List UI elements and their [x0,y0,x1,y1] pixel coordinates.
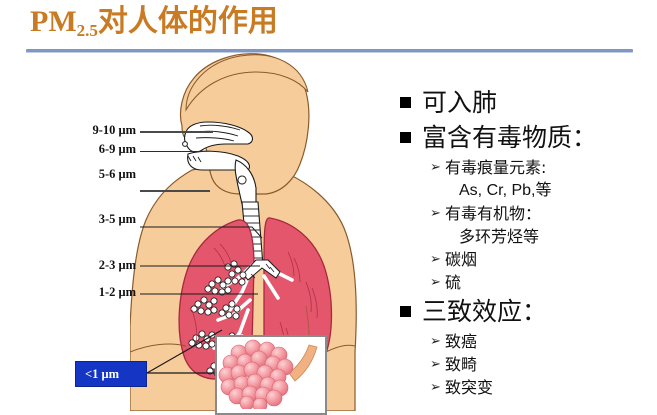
hair-shape [185,54,309,112]
bullet-item-organic-compounds[interactable]: ➢ 有毒有机物： [430,202,652,225]
square-bullet-icon [400,97,411,108]
size-label-6-9um: 6-9 μm [98,142,136,156]
size-label-1-2um: 1-2 μm [98,285,136,299]
bullet-label: 致突变 [445,378,494,397]
bullet-item-mutagenic[interactable]: ➢ 致突变 [430,376,652,399]
bullet-label: 致癌 [445,332,478,351]
bullet-label: 有毒痕量元素: [445,158,547,177]
page-title-main: PM [30,5,77,38]
oral-cavity-shape [187,150,251,171]
size-callout-under-1um[interactable]: <1 μm [75,361,147,387]
bullet-label: 可入肺 [422,88,498,117]
page-title-subscript: 2.5 [76,21,98,40]
arrow-bullet-icon: ➢ [430,206,441,221]
page-title-rest: 对人体的作用 [97,5,278,38]
arrow-bullet-icon: ➢ [430,357,441,372]
bullet-item-trace-elements[interactable]: ➢ 有毒痕量元素: [430,156,652,179]
bullet-label: 碳烟 [445,250,478,269]
bullet-label: 致畸 [445,355,478,374]
turbinate-line-3 [195,137,235,142]
alveoli-cluster-illustration [218,339,318,409]
arrow-bullet-icon: ➢ [430,252,441,267]
bullet-item-three-effects[interactable]: 三致效应： [400,295,652,328]
bullet-detail-elements: As, Cr, Pb,等 [459,182,552,199]
arrow-bullet-icon: ➢ [430,380,441,395]
alveoli-spheres [218,339,294,409]
bullet-item-carcinogenic[interactable]: ➢ 致癌 [430,330,652,353]
turbinate-line-1 [199,124,241,131]
size-callout-label: <1 μm [85,366,119,381]
bullet-label: 硫 [445,273,462,292]
bullet-item-soot[interactable]: ➢ 碳烟 [430,248,652,271]
leader-line-6-9um [140,151,202,152]
size-label-2-3um: 2-3 μm [98,258,136,272]
bullet-label: 有毒有机物： [445,204,542,223]
epiglottis-shape [237,175,247,185]
arrow-bullet-icon: ➢ [430,275,441,290]
bullet-item-toxic-substances[interactable]: 富含有毒物质： [400,121,652,154]
size-label-3-5um: 3-5 μm [98,212,136,226]
bullet-label: 富含有毒物质： [422,123,598,152]
nostril-shape [182,141,188,147]
arrow-bullet-icon: ➢ [430,334,441,349]
bullet-item-teratogenic[interactable]: ➢ 致畸 [430,353,652,376]
page-title: PM2.5对人体的作用 [30,4,278,44]
bullet-item-sulfur[interactable]: ➢ 硫 [430,271,652,294]
size-label-5-6um: 5-6 μm [98,167,136,181]
leader-line-5-6um [140,190,210,192]
bronchiole-stem [288,344,318,382]
square-bullet-icon [400,306,411,317]
effects-bullet-list: 可入肺 富含有毒物质： ➢ 有毒痕量元素: As, Cr, Pb,等 ➢ 有毒有… [400,86,652,399]
waist-line-right [325,344,356,353]
arrow-bullet-icon: ➢ [430,160,441,175]
teeth-marks [187,155,202,163]
square-bullet-icon [400,132,411,143]
alveoli-inset-panel [215,335,327,415]
leader-line-9-10um [140,131,213,133]
size-label-9-10um: 9-10 μm [92,123,136,137]
title-underline-divider [26,49,633,53]
bullet-label: 三致效应： [422,297,548,326]
bronchi-rings [250,263,275,279]
bullet-item-inhalable[interactable]: 可入肺 [400,86,652,119]
bullet-detail-pah: 多环芳烃等 [459,227,540,246]
